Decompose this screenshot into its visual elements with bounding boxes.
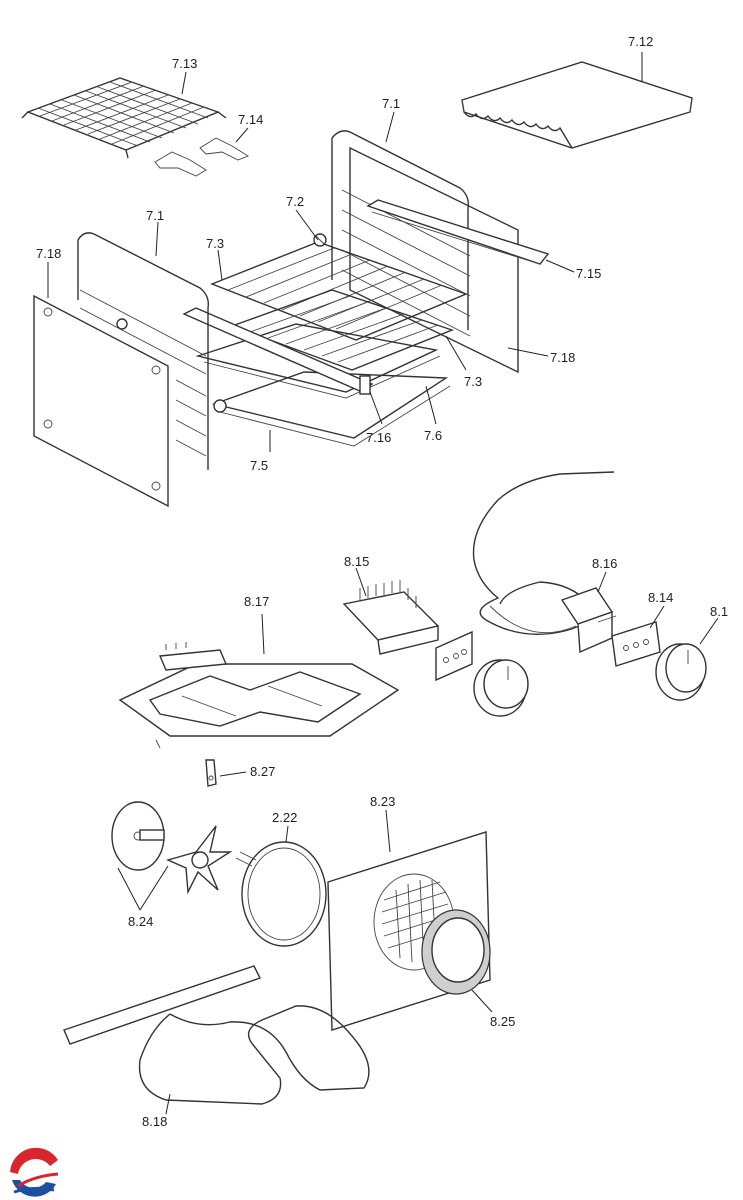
part-7-1-right-runner	[331, 130, 471, 337]
label-8-17: 8.17	[244, 594, 269, 609]
label-8-23: 8.23	[370, 794, 395, 809]
part-7-12-tray	[461, 61, 693, 149]
label-8-25: 8.25	[490, 1014, 515, 1029]
label-7-12: 7.12	[628, 34, 653, 49]
part-8-17-grill-element	[118, 642, 400, 749]
part-8-24-fan-motor	[111, 801, 233, 895]
part-7-6-tray	[195, 323, 441, 399]
label-7-5: 7.5	[250, 458, 268, 473]
label-8-24: 8.24	[128, 914, 153, 929]
label-7-3-bottom: 7.3	[464, 374, 482, 389]
label-7-18-left: 7.18	[36, 246, 61, 261]
part-7-14-clips	[154, 137, 249, 177]
knob-left	[473, 659, 529, 717]
part-7-3-rack-bottom	[229, 289, 455, 371]
leader-lines	[47, 52, 719, 1115]
label-7-3-top: 7.3	[206, 236, 224, 251]
label-7-16: 7.16	[366, 430, 391, 445]
label-8-16: 8.16	[592, 556, 617, 571]
part-8-14-plate-right	[611, 621, 661, 667]
part-7-5-tray	[211, 371, 451, 447]
label-7-2: 7.2	[286, 194, 304, 209]
label-8-1: 8.1	[710, 604, 728, 619]
label-7-1-left: 7.1	[146, 208, 164, 223]
label-8-14: 8.14	[648, 590, 673, 605]
part-7-1-left-runner	[77, 232, 227, 470]
callout-labels: 7.13 7.14 7.12 7.1 7.1 7.2 7.3 7.18 7.15…	[36, 34, 728, 1129]
label-8-18: 8.18	[142, 1114, 167, 1129]
part-7-15-rail	[366, 199, 550, 265]
part-8-18-bottom-element	[63, 965, 370, 1105]
part-8-27-clip	[205, 759, 217, 787]
part-8-25-seal	[421, 909, 491, 995]
part-2-22-circular-element	[235, 841, 327, 947]
part-7-13-grid-shelf	[21, 77, 227, 159]
label-7-14: 7.14	[238, 112, 263, 127]
part-8-14-plate-left	[435, 630, 473, 682]
part-7-18-left-panel	[33, 294, 169, 508]
label-7-6: 7.6	[424, 428, 442, 443]
label-8-27: 8.27	[250, 764, 275, 779]
label-7-18-right: 7.18	[550, 350, 575, 365]
part-8-16-thermostat	[472, 471, 617, 654]
part-7-2-fixing	[313, 233, 327, 247]
part-8-1-knob	[655, 643, 707, 701]
label-8-15: 8.15	[344, 554, 369, 569]
label-7-15: 7.15	[576, 266, 601, 281]
label-7-1-right: 7.1	[382, 96, 400, 111]
part-7-16-rail	[182, 307, 374, 395]
part-8-15-selector-switch	[342, 580, 440, 655]
brand-logo-icon	[10, 1147, 59, 1197]
part-7-3-rack-top	[210, 241, 468, 341]
label-7-13: 7.13	[172, 56, 197, 71]
label-2-22: 2.22	[272, 810, 297, 825]
